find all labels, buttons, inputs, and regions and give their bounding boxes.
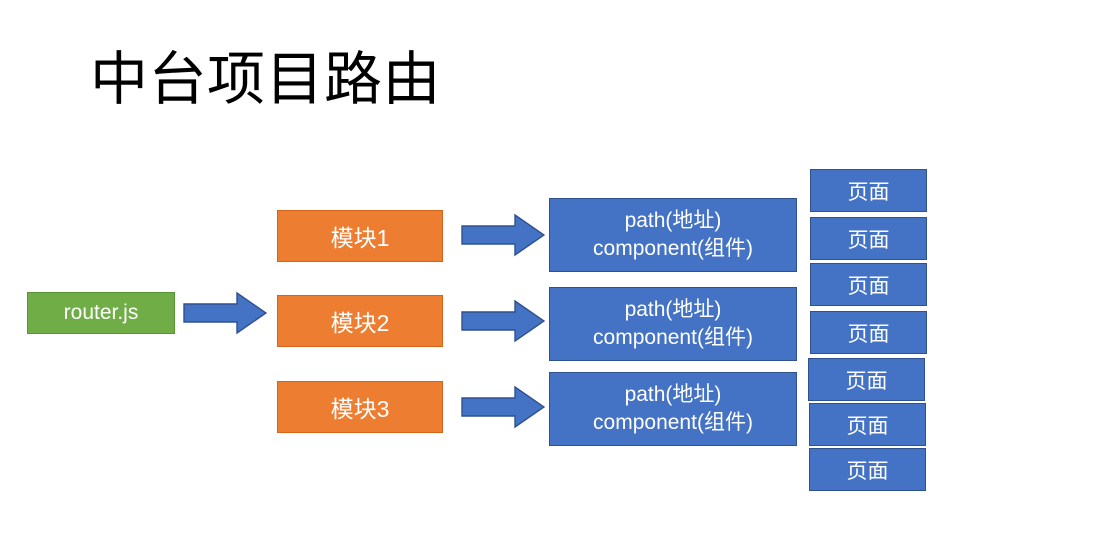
node-page-7-label: 页面 (846, 459, 889, 483)
node-module-1-label: 模块1 (330, 225, 390, 251)
node-page-3-label: 页面 (847, 274, 890, 298)
arrow-module3-to-route3 (461, 385, 545, 429)
node-route-1-path: path(地址) (624, 208, 722, 232)
node-page-1-label: 页面 (847, 180, 890, 204)
node-module-2-label: 模块2 (330, 310, 390, 336)
arrow-module2-to-route2 (461, 299, 545, 343)
page-title: 中台项目路由 (90, 47, 442, 112)
node-page-3[interactable]: 页面 (810, 263, 927, 306)
node-route-2-path: path(地址) (624, 297, 722, 321)
node-page-2[interactable]: 页面 (810, 217, 927, 260)
node-route-1-component: component(组件) (593, 237, 753, 260)
node-page-5[interactable]: 页面 (808, 358, 925, 401)
right-arrow-icon (461, 299, 545, 343)
node-page-4-label: 页面 (847, 322, 890, 346)
node-route-2-component: component(组件) (593, 326, 753, 349)
arrow-module1-to-route1 (461, 213, 545, 257)
node-module-1[interactable]: 模块1 (277, 210, 443, 262)
node-router-js-label: router.js (63, 301, 139, 324)
right-arrow-icon (183, 291, 267, 335)
arrow-router-to-modules (183, 291, 267, 335)
node-page-6-label: 页面 (846, 414, 889, 438)
node-route-2[interactable]: path(地址) component(组件) (549, 287, 797, 361)
node-page-5-label: 页面 (845, 369, 888, 393)
node-module-3[interactable]: 模块3 (277, 381, 443, 433)
right-arrow-icon (461, 385, 545, 429)
node-route-3-path: path(地址) (624, 382, 722, 406)
right-arrow-icon (461, 213, 545, 257)
node-page-6[interactable]: 页面 (809, 403, 926, 446)
node-page-1[interactable]: 页面 (810, 169, 927, 212)
node-route-3[interactable]: path(地址) component(组件) (549, 372, 797, 446)
node-router-js[interactable]: router.js (27, 292, 175, 334)
node-route-3-component: component(组件) (593, 411, 753, 434)
node-route-1[interactable]: path(地址) component(组件) (549, 198, 797, 272)
node-page-7[interactable]: 页面 (809, 448, 926, 491)
node-page-2-label: 页面 (847, 228, 890, 252)
node-module-2[interactable]: 模块2 (277, 295, 443, 347)
node-module-3-label: 模块3 (330, 396, 390, 422)
node-page-4[interactable]: 页面 (810, 311, 927, 354)
